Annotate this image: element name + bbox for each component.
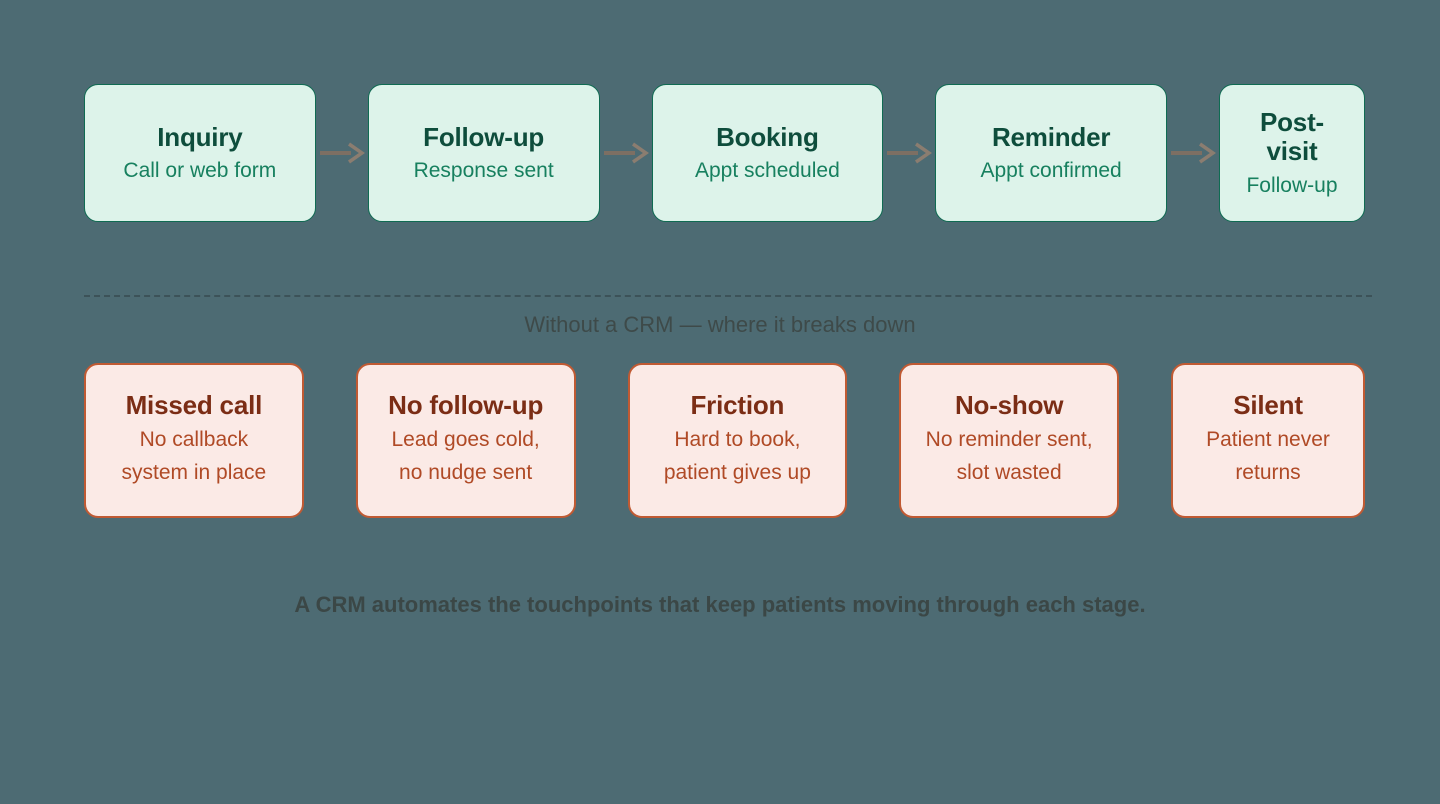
failure-card-no-follow-up[interactable]: No follow-up Lead goes cold, no nudge se… <box>355 363 576 518</box>
failure-title: No-show <box>954 389 1064 420</box>
stage-card-post-visit[interactable]: Post- visit Follow-up <box>1219 84 1365 222</box>
failure-card-no-show[interactable]: No-show No reminder sent, slot wasted <box>899 363 1119 518</box>
failure-subtitle: Hard to book, patient gives up <box>663 427 811 485</box>
failure-title: No follow-up <box>388 389 544 420</box>
failure-card-friction[interactable]: Friction Hard to book, patient gives up <box>627 363 848 518</box>
stage-title: Follow-up <box>423 121 545 152</box>
failure-title: Friction <box>690 389 785 420</box>
failure-subtitle: Patient never returns <box>1206 427 1330 485</box>
failure-card-silent[interactable]: Silent Patient never returns <box>1171 363 1365 518</box>
stage-title: Inquiry <box>157 121 243 152</box>
failure-subtitle: Lead goes cold, no nudge sent <box>391 427 540 485</box>
stage-subtitle: Appt confirmed <box>980 159 1122 183</box>
stage-card-follow-up[interactable]: Follow-up Response sent <box>367 84 600 222</box>
failure-title: Silent <box>1233 389 1303 420</box>
arrow-right-icon <box>316 140 368 166</box>
stage-subtitle: Response sent <box>413 159 554 183</box>
stage-title: Post- visit <box>1259 107 1324 167</box>
failure-title: Missed call <box>125 389 263 420</box>
stage-subtitle: Appt scheduled <box>694 159 840 183</box>
failure-subtitle: No callback system in place <box>121 427 267 485</box>
stage-subtitle: Follow-up <box>1246 173 1338 197</box>
patient-journey-stage-row: Inquiry Call or web form Follow-up Respo… <box>84 84 1365 222</box>
stage-card-reminder[interactable]: Reminder Appt confirmed <box>935 84 1167 222</box>
failure-mode-row: Missed call No callback system in place … <box>84 363 1365 518</box>
failure-subtitle: No reminder sent, slot wasted <box>925 427 1093 485</box>
stage-subtitle: Call or web form <box>123 159 277 183</box>
stage-title: Reminder <box>991 121 1111 152</box>
arrow-right-icon <box>1167 140 1219 166</box>
arrow-right-icon <box>883 140 935 166</box>
stage-card-booking[interactable]: Booking Appt scheduled <box>651 84 884 222</box>
divider-caption: Without a CRM — where it breaks down <box>524 312 916 337</box>
failure-card-missed-call[interactable]: Missed call No callback system in place <box>84 363 304 518</box>
stage-card-inquiry[interactable]: Inquiry Call or web form <box>84 84 316 222</box>
section-divider <box>84 295 1372 297</box>
stage-title: Booking <box>716 121 819 152</box>
arrow-right-icon <box>600 140 652 166</box>
footer-note: A CRM automates the touchpoints that kee… <box>294 592 1146 617</box>
